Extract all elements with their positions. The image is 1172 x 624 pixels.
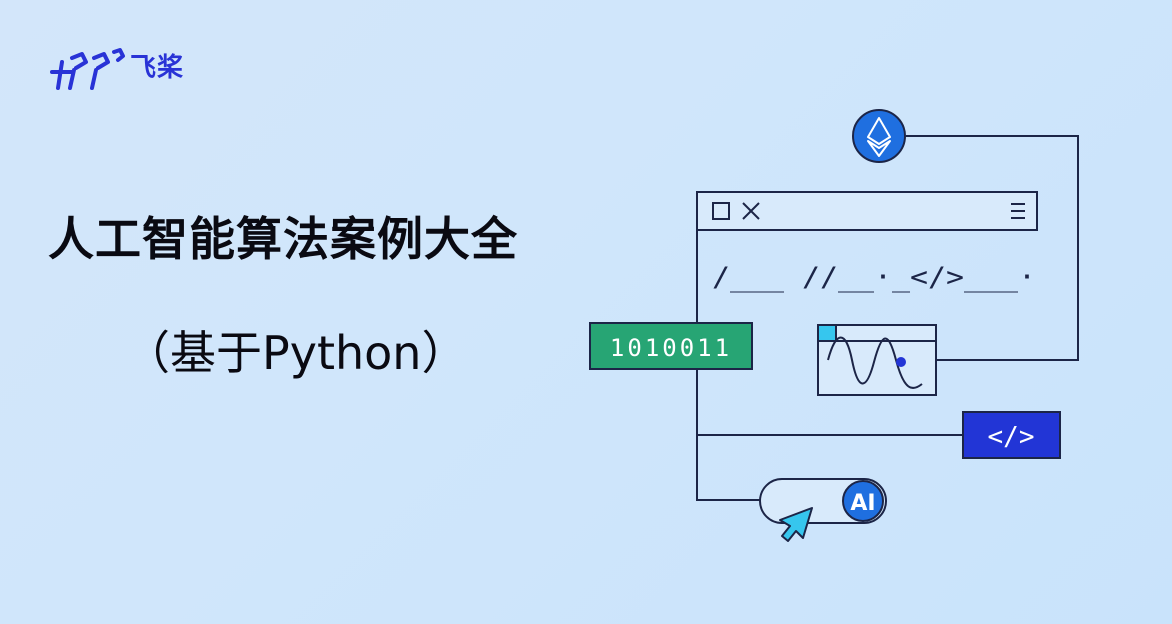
brand-logo: 飞桨: [48, 44, 184, 92]
page-title: 人工智能算法案例大全: [48, 212, 518, 266]
connector-line: [696, 230, 760, 501]
code-tag-badge: </>: [962, 411, 1061, 459]
ai-pill: AI: [759, 478, 887, 524]
ethereum-icon: [867, 117, 891, 157]
code-tag-label: </>: [988, 422, 1035, 452]
ethereum-badge: [852, 109, 906, 163]
window-maximize-icon: [712, 202, 730, 220]
binary-label: 1010011: [610, 334, 732, 362]
code-line: /___ //__·_</>___·: [712, 262, 1036, 293]
waveform-panel: [817, 324, 937, 396]
ai-badge-label: AI: [850, 491, 875, 516]
waveform-point: [896, 357, 906, 367]
window-menu-icon: [1011, 203, 1025, 219]
connector-line: [906, 135, 1079, 361]
paddlepaddle-logo-icon: [50, 48, 125, 90]
cursor-arrow-icon: [779, 507, 813, 542]
code-window: /___ //__·_</>___·: [696, 191, 1038, 293]
binary-chip: 1010011: [589, 322, 753, 370]
brand-name: 飞桨: [130, 53, 185, 83]
page-subtitle: （基于Python）: [124, 326, 468, 380]
waveform-line: [827, 336, 923, 389]
window-close-icon: [742, 202, 760, 220]
